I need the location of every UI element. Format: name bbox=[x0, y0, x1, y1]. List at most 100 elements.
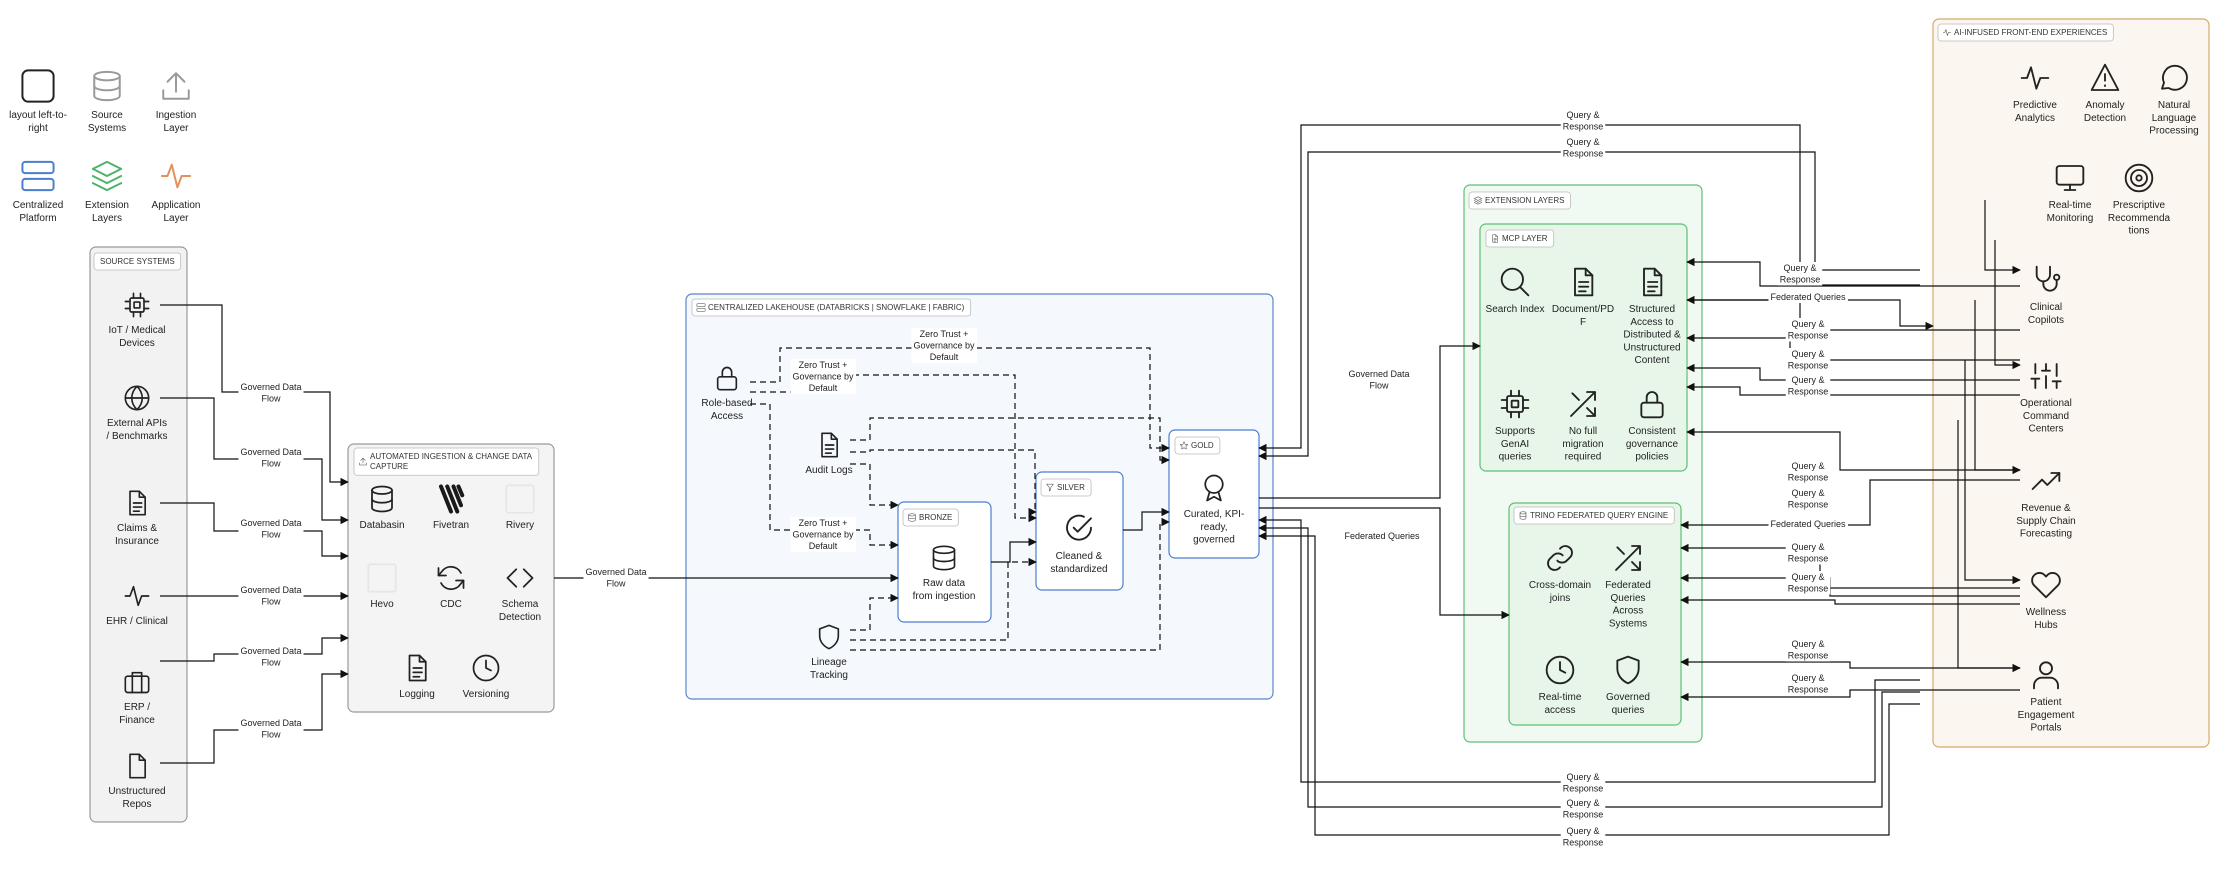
monitor-icon bbox=[2055, 165, 2085, 191]
ingestion-cdc-label: CDC bbox=[440, 599, 462, 610]
edge-mcp-app-4 bbox=[1686, 363, 2020, 381]
document-icon bbox=[408, 654, 427, 682]
extension-title-text: EXTENSION LAYERS bbox=[1485, 196, 1564, 205]
pulse-icon bbox=[160, 163, 192, 189]
edge-audit-bronze-1 bbox=[850, 463, 899, 510]
shield-icon bbox=[818, 624, 840, 650]
star-icon bbox=[1179, 441, 1189, 450]
source-ehr-label: EHR / Clinical bbox=[106, 616, 168, 627]
document-icon bbox=[1492, 234, 1498, 243]
edge-trino-app-2 bbox=[1680, 543, 2020, 589]
pulse-icon bbox=[1942, 29, 1952, 36]
edge-gold-mcp bbox=[1259, 341, 1481, 499]
edge-mcp-app-6 bbox=[1686, 427, 2020, 471]
gold-title: GOLD bbox=[1174, 436, 1221, 455]
edge-gold-trino bbox=[1259, 507, 1510, 620]
briefcase-icon bbox=[124, 671, 150, 694]
pulse-icon bbox=[2020, 66, 2050, 90]
user-icon bbox=[2033, 661, 2059, 690]
lakehouse-title-text: CENTRALIZED LAKEHOUSE (DATABRICKS | SNOW… bbox=[708, 303, 965, 312]
edge-lineage-bronze bbox=[850, 593, 899, 631]
source-erp-label: ERP /Finance bbox=[119, 702, 155, 726]
shield-icon bbox=[1616, 655, 1640, 685]
edge-trino-app-5 bbox=[1680, 657, 2020, 669]
lock-icon bbox=[716, 366, 738, 391]
trino-panel bbox=[1508, 502, 1682, 726]
edge-label-federated-2: Federated Queries bbox=[1770, 292, 1846, 302]
edge-label-query-1: Query &Response bbox=[1563, 110, 1604, 132]
chat-icon bbox=[2161, 64, 2188, 91]
ingestion-versioning: Versioning bbox=[463, 654, 509, 700]
silver-title-text: SILVER bbox=[1057, 483, 1085, 492]
document-icon bbox=[129, 490, 146, 516]
edge-label-query-tr-2: Query &Response bbox=[1788, 542, 1829, 564]
fivetran-logo bbox=[439, 484, 465, 514]
edge-trino-app-6 bbox=[1680, 689, 2020, 702]
edge-label-query-5: Query &Response bbox=[1563, 826, 1604, 848]
mcp-title-text: MCP LAYER bbox=[1502, 234, 1548, 243]
edge-lineage-gold bbox=[850, 517, 1170, 651]
edge-label-query-2: Query &Response bbox=[1563, 137, 1604, 159]
edge-label-query-mcp-3: Query &Response bbox=[1788, 349, 1829, 371]
ingestion-rivery-label: Rivery bbox=[506, 520, 534, 531]
gold-node-label: Curated, KPI-ready,governed bbox=[1184, 509, 1245, 546]
frontend-title: AI-INFUSED FRONT-END EXPERIENCES bbox=[1937, 23, 2114, 42]
ingestion-fivetran: Fivetran bbox=[433, 484, 469, 531]
chip-icon bbox=[1500, 389, 1530, 419]
source-apis: External APIs/ Benchmarks bbox=[106, 385, 168, 442]
code-icon bbox=[506, 568, 534, 588]
layers-icon bbox=[1473, 196, 1483, 205]
database-icon bbox=[371, 485, 393, 513]
warning-icon bbox=[2090, 63, 2120, 91]
lakehouse-title: CENTRALIZED LAKEHOUSE (DATABRICKS | SNOW… bbox=[691, 298, 972, 317]
shuffle-icon bbox=[1615, 545, 1641, 571]
file-icon bbox=[129, 753, 146, 779]
legend-label-layout: layout left-to-right bbox=[9, 110, 67, 134]
upload-icon bbox=[359, 457, 367, 466]
silver-title: SILVER bbox=[1040, 478, 1092, 497]
upload-icon bbox=[162, 72, 190, 100]
pulse-icon bbox=[124, 585, 150, 607]
ingestion-rivery: Rivery bbox=[505, 484, 535, 531]
ingestion-hevo-label: Hevo bbox=[370, 599, 394, 610]
